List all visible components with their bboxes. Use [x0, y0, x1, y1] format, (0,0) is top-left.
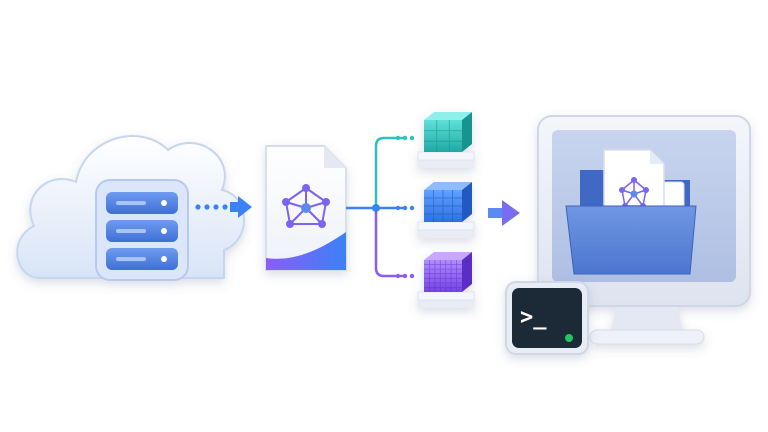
cloud-server-icon: [16, 135, 245, 281]
server-led-1: [161, 200, 167, 206]
branch-dots: [395, 135, 415, 279]
document-fold: [324, 146, 346, 168]
network-document-icon: [265, 145, 347, 271]
monitor-stand: [610, 300, 684, 334]
teal-cube-stack-icon: [417, 112, 475, 168]
monitor-base: [589, 329, 705, 345]
branch-node: [372, 204, 380, 212]
terminal-icon: >_: [505, 281, 589, 355]
server-led-2: [161, 228, 167, 234]
monitor-folder-icon: [537, 115, 751, 345]
terminal-window: [512, 288, 582, 348]
terminal-prompt: >_: [520, 305, 547, 330]
arrow-cubes-to-monitor: [488, 200, 520, 226]
purple-cube-stack-icon: [417, 252, 475, 308]
folder-front: [565, 205, 697, 275]
server-led-3: [161, 256, 167, 262]
document-wave: [266, 232, 346, 270]
arrow-cloud-to-document: [195, 196, 252, 218]
terminal-status-dot: [565, 334, 573, 342]
blue-cube-stack-icon: [417, 182, 475, 238]
branch-connector: [346, 136, 406, 278]
